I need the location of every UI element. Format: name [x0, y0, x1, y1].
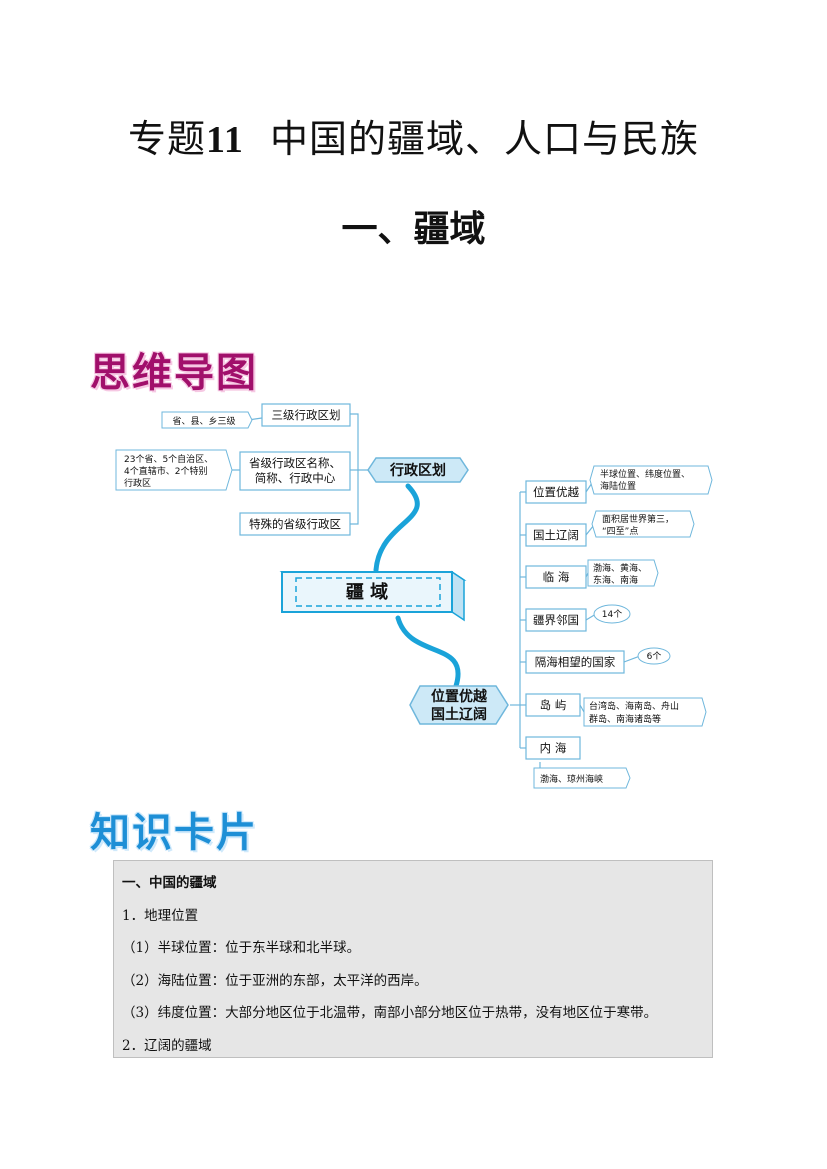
center-node: 疆 域 — [279, 570, 467, 622]
pos-node-overseas: 隔海相望的国家 — [525, 650, 625, 674]
pos-node-inland-sea: 内 海 — [525, 736, 581, 760]
pos-note-islands-text-1: 台湾岛、海南岛、舟山 — [589, 700, 679, 712]
pos-note-territory: 面积居世界第三， “四至”点 — [591, 510, 695, 538]
pos-note-location: 半球位置、纬度位置、 海陆位置 — [589, 465, 713, 495]
title-prefix: 专题 — [127, 117, 206, 161]
pos-node-inland-sea-label: 内 海 — [540, 741, 567, 755]
title-suffix: 中国的疆域、人口与民族 — [270, 117, 700, 161]
admin-note-names-text-1: 23个省、5个自治区、 — [124, 453, 213, 465]
pos-node-seas: 临 海 — [525, 565, 587, 589]
pos-node-seas-label: 临 海 — [543, 570, 570, 584]
mind-map: 疆 域 行政区划 位置优越 国土辽阔 三级行政区划 省、县、乡三级 省级行政区名… — [115, 403, 713, 789]
pos-node-location: 位置优越 — [525, 480, 587, 504]
center-label: 疆 域 — [346, 581, 388, 603]
card-line-2: （1）半球位置：位于东半球和北半球。 — [122, 940, 361, 956]
knowledge-card-banner: 知识卡片 — [90, 810, 258, 856]
mindmap-banner: 思维导图 — [90, 350, 258, 396]
pos-node-neighbors: 疆界邻国 — [525, 608, 587, 632]
pos-note-islands-text-2: 群岛、南海诸岛等 — [589, 713, 661, 725]
pos-node-location-label: 位置优越 — [533, 485, 579, 499]
pos-node-territory-label: 国土辽阔 — [533, 528, 579, 542]
pos-note-location-text-2: 海陆位置 — [600, 480, 636, 492]
pos-node-neighbors-label: 疆界邻国 — [533, 613, 579, 627]
admin-node-names-label-2: 简称、行政中心 — [255, 471, 336, 485]
admin-note-levels: 省、县、乡三级 — [161, 411, 253, 429]
knowledge-card: 一、中国的疆域 1．地理位置 （1）半球位置：位于东半球和北半球。 （2）海陆位… — [113, 860, 713, 1058]
title-number: 11 — [205, 119, 244, 161]
admin-hub-label: 行政区划 — [389, 462, 446, 479]
admin-hub-node: 行政区划 — [367, 457, 469, 483]
pos-note-overseas-text: 6个 — [647, 651, 662, 662]
pos-note-overseas: 6个 — [637, 647, 671, 665]
admin-node-names: 省级行政区名称、 简称、行政中心 — [239, 451, 351, 491]
pos-note-territory-text-1: 面积居世界第三， — [602, 513, 674, 525]
card-line-3: （2）海陆位置：位于亚洲的东部，太平洋的西岸。 — [122, 972, 428, 989]
pos-node-islands-label: 岛 屿 — [540, 698, 567, 712]
position-connectors — [510, 479, 641, 768]
position-hub-label-2: 国土辽阔 — [431, 706, 487, 723]
pos-note-islands: 台湾岛、海南岛、舟山 群岛、南海诸岛等 — [583, 697, 707, 727]
card-heading: 一、中国的疆域 — [122, 875, 217, 891]
pos-note-inland-sea-text: 渤海、琼州海峡 — [540, 773, 603, 785]
card-line-4: （3）纬度位置：大部分地区位于北温带，南部小部分地区位于热带，没有地区位于寒带。 — [122, 1005, 658, 1021]
admin-node-names-label-1: 省级行政区名称、 — [249, 456, 341, 470]
admin-node-special-label: 特殊的省级行政区 — [249, 517, 341, 531]
position-hub-label-1: 位置优越 — [431, 688, 488, 705]
admin-node-levels-label: 三级行政区划 — [272, 408, 341, 422]
pos-note-neighbors: 14个 — [593, 604, 631, 624]
pos-note-territory-text-2: “四至”点 — [602, 526, 638, 537]
card-line-5: 2．辽阔的疆域 — [122, 1037, 212, 1054]
document-title: 专题11 中国的疆域、人口与民族 — [0, 108, 827, 163]
admin-node-levels: 三级行政区划 — [261, 403, 351, 427]
curve-center-to-position — [395, 615, 461, 689]
pos-note-location-text-1: 半球位置、纬度位置、 — [600, 468, 690, 480]
pos-note-inland-sea: 渤海、琼州海峡 — [533, 767, 631, 789]
pos-note-seas: 渤海、黄海、 东海、南海 — [587, 559, 659, 587]
admin-node-special: 特殊的省级行政区 — [239, 512, 351, 536]
pos-node-islands: 岛 屿 — [525, 693, 581, 717]
pos-note-seas-text-1: 渤海、黄海、 — [593, 562, 647, 574]
admin-note-names-text-3: 行政区 — [124, 477, 151, 489]
section-title: 一、疆域 — [341, 208, 486, 250]
curve-center-to-admin — [373, 483, 420, 573]
pos-node-territory: 国土辽阔 — [525, 523, 587, 547]
pos-note-seas-text-2: 东海、南海 — [593, 574, 638, 586]
admin-note-names: 23个省、5个自治区、 4个直辖市、2个特别 行政区 — [115, 449, 233, 491]
position-hub-node: 位置优越 国土辽阔 — [409, 685, 509, 725]
admin-note-levels-text: 省、县、乡三级 — [172, 415, 235, 427]
admin-note-names-text-2: 4个直辖市、2个特别 — [124, 465, 207, 477]
pos-note-neighbors-text: 14个 — [602, 609, 622, 620]
card-line-1: 1．地理位置 — [122, 907, 199, 924]
pos-node-overseas-label: 隔海相望的国家 — [535, 655, 616, 669]
